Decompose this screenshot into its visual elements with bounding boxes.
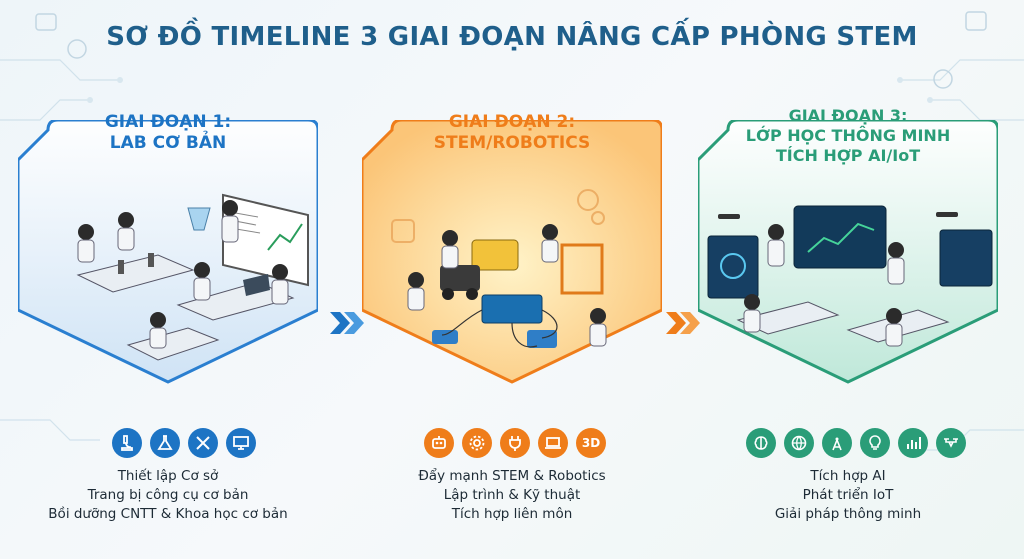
stage-2-features: Đẩy mạnh STEM & Robotics Lập trình & Kỹ … xyxy=(382,467,642,524)
stage-3-title-line3: TÍCH HỢP AI/IoT xyxy=(775,146,921,165)
globe-icon xyxy=(784,428,814,458)
microscope-icon xyxy=(112,428,142,458)
stage-1-title-line2: LAB CƠ BẢN xyxy=(109,133,227,153)
stage-1-features: Thiết lập Cơ sở Trang bị công cụ cơ bản … xyxy=(38,467,298,524)
feature-item: Bồi dưỡng CNTT & Khoa học cơ bản xyxy=(48,506,288,522)
stage-1-scene xyxy=(18,120,318,384)
robot-icon xyxy=(424,428,454,458)
stage-2-card: GIAI ĐOẠN 2: STEM/ROBOTICS xyxy=(362,112,662,400)
stage-1-card: GIAI ĐOẠN 1: LAB CƠ BẢN xyxy=(18,112,318,400)
lightbulb-icon xyxy=(860,428,890,458)
stage-3-card: GIAI ĐOẠN 3: LỚP HỌC THÔNG MINH TÍCH HỢP… xyxy=(698,106,998,400)
stage-2-scene xyxy=(362,120,662,384)
feature-item: Thiết lập Cơ sở xyxy=(117,468,219,484)
stage-3-features: Tích hợp AI Phát triển IoT Giải pháp thô… xyxy=(718,467,978,524)
tools-icon xyxy=(188,428,218,458)
stage-1-icons xyxy=(112,428,256,458)
gear-icon xyxy=(462,428,492,458)
stage-3-icons xyxy=(746,428,966,458)
feature-item: Tích hợp AI xyxy=(810,468,886,484)
stage-1-title-line1: GIAI ĐOẠN 1: xyxy=(104,112,232,132)
plug-icon xyxy=(500,428,530,458)
printer-3d-icon: 3D xyxy=(576,428,606,458)
chart-icon xyxy=(898,428,928,458)
feature-item: Lập trình & Kỹ thuật xyxy=(443,487,581,503)
flask-icon xyxy=(150,428,180,458)
antenna-icon xyxy=(822,428,852,458)
stage-2-title-line2: STEM/ROBOTICS xyxy=(433,133,591,153)
stage-3-title-line1: GIAI ĐOẠN 3: xyxy=(788,106,908,125)
feature-item: Tích hợp liên môn xyxy=(451,506,573,522)
feature-item: Phát triển IoT xyxy=(802,487,894,503)
feature-item: Giải pháp thông minh xyxy=(774,506,922,522)
arrow-2-to-3-icon xyxy=(666,312,700,334)
drone-icon xyxy=(936,428,966,458)
feature-item: Đẩy mạnh STEM & Robotics xyxy=(418,468,606,484)
stage-2-icons: 3D xyxy=(424,428,606,458)
stage-3-title-line2: LỚP HỌC THÔNG MINH xyxy=(745,126,951,145)
stage-2-title-line1: GIAI ĐOẠN 2: xyxy=(448,112,576,132)
stage-1-title: GIAI ĐOẠN 1: LAB CƠ BẢN xyxy=(18,112,318,154)
stage-3-scene xyxy=(698,120,998,384)
arrow-1-to-2-icon xyxy=(330,312,364,334)
monitor-icon xyxy=(226,428,256,458)
stage-2-title: GIAI ĐOẠN 2: STEM/ROBOTICS xyxy=(362,112,662,154)
laptop-icon xyxy=(538,428,568,458)
brain-icon xyxy=(746,428,776,458)
page-title: SƠ ĐỒ TIMELINE 3 GIAI ĐOẠN NÂNG CẤP PHÒN… xyxy=(106,22,918,52)
feature-item: Trang bị công cụ cơ bản xyxy=(87,487,249,503)
stage-3-title: GIAI ĐOẠN 3: LỚP HỌC THÔNG MINH TÍCH HỢP… xyxy=(698,106,998,166)
